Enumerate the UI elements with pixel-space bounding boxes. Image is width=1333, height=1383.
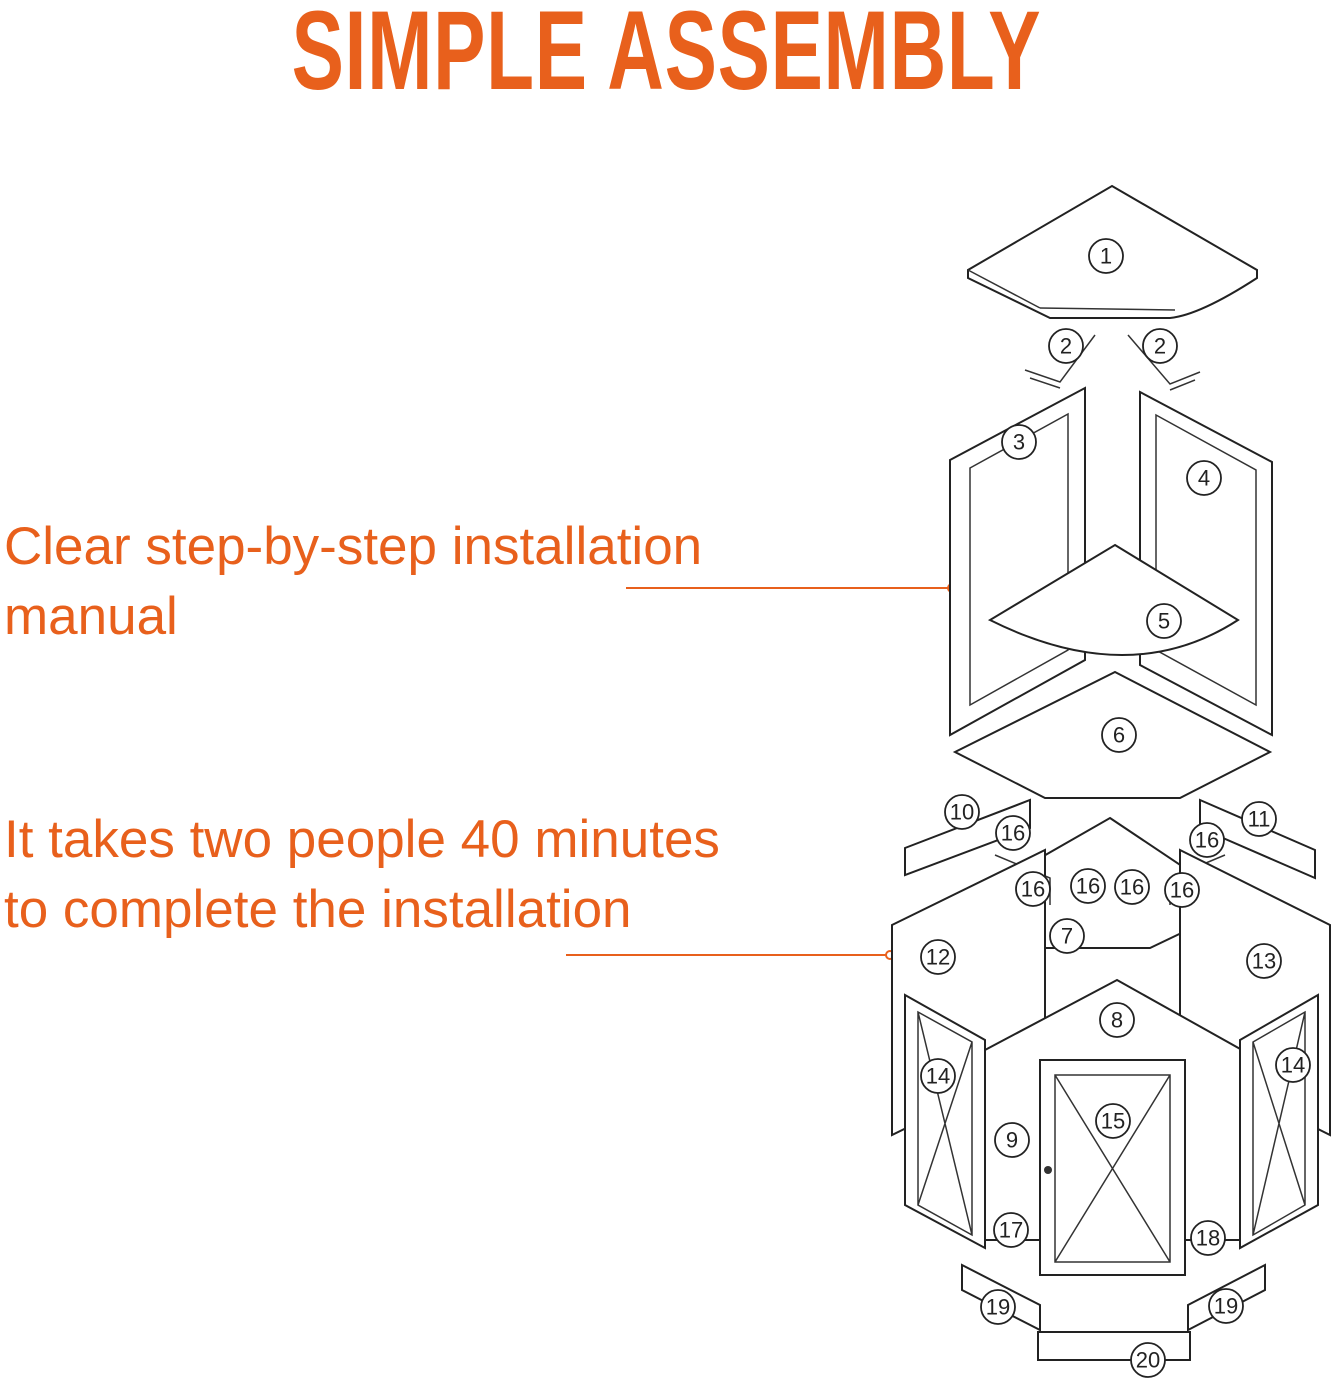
part-label: 2	[1048, 328, 1084, 364]
part-label: 13	[1246, 943, 1282, 979]
part-label: 10	[944, 794, 980, 830]
part-label: 9	[994, 1122, 1030, 1158]
callout-line: to complete the installation	[4, 880, 632, 939]
svg-text:1: 1	[1100, 244, 1112, 269]
part-label: 14	[1275, 1047, 1311, 1083]
part-label: 16	[1114, 869, 1150, 905]
part-label: 17	[993, 1212, 1029, 1248]
leader-lines	[566, 583, 957, 960]
svg-text:14: 14	[926, 1064, 950, 1089]
part-label: 1	[1088, 238, 1124, 274]
svg-text:11: 11	[1248, 807, 1271, 832]
part-label: 18	[1190, 1220, 1226, 1256]
callout-time: It takes two people 40 minutes to comple…	[4, 805, 720, 945]
part-label: 4	[1186, 460, 1222, 496]
callout-line: It takes two people 40 minutes	[4, 810, 720, 869]
part-label: 16	[995, 815, 1031, 851]
svg-text:4: 4	[1198, 466, 1210, 491]
svg-text:17: 17	[999, 1218, 1023, 1243]
svg-text:2: 2	[1154, 334, 1166, 359]
svg-text:12: 12	[926, 945, 950, 970]
callout-line: manual	[4, 587, 178, 646]
part-labels: 1 2 2 3 4 5 6 10 11 16 16 16 16 16 16 7 …	[920, 238, 1311, 1378]
callout-line: Clear step-by-step installation	[4, 517, 703, 576]
svg-text:2: 2	[1060, 334, 1072, 359]
part-label: 16	[1189, 822, 1225, 858]
svg-text:16: 16	[1120, 875, 1144, 900]
svg-text:14: 14	[1281, 1053, 1305, 1078]
svg-text:13: 13	[1252, 949, 1276, 974]
part-label: 14	[920, 1058, 956, 1094]
svg-text:16: 16	[1076, 874, 1100, 899]
cabinet-parts	[891, 184, 1331, 1361]
part-label: 2	[1142, 328, 1178, 364]
svg-text:16: 16	[1195, 828, 1219, 853]
part-label: 7	[1049, 918, 1085, 954]
part-label: 16	[1070, 868, 1106, 904]
svg-text:3: 3	[1013, 430, 1025, 455]
svg-text:18: 18	[1196, 1226, 1220, 1251]
part-label: 12	[920, 939, 956, 975]
part-label: 19	[980, 1289, 1016, 1325]
svg-text:5: 5	[1158, 609, 1170, 634]
page-title: SIMPLE ASSEMBLY	[0, 0, 1333, 115]
part-label: 15	[1095, 1103, 1131, 1139]
svg-text:20: 20	[1136, 1348, 1160, 1373]
svg-text:16: 16	[1021, 877, 1045, 902]
part-label: 11	[1241, 801, 1277, 837]
part-label: 19	[1208, 1288, 1244, 1324]
svg-text:7: 7	[1061, 924, 1073, 949]
part-label: 6	[1101, 717, 1137, 753]
part-label: 3	[1001, 424, 1037, 460]
svg-text:16: 16	[1170, 878, 1194, 903]
svg-text:16: 16	[1001, 821, 1025, 846]
svg-text:6: 6	[1113, 723, 1125, 748]
svg-text:19: 19	[1214, 1294, 1238, 1319]
part-label: 20	[1130, 1342, 1166, 1378]
title-text: SIMPLE ASSEMBLY	[291, 0, 1042, 113]
svg-text:8: 8	[1111, 1008, 1123, 1033]
callout-manual: Clear step-by-step installation manual	[4, 512, 702, 652]
part-label: 5	[1146, 603, 1182, 639]
svg-text:9: 9	[1006, 1128, 1018, 1153]
part-label: 16	[1015, 871, 1051, 907]
svg-text:19: 19	[986, 1295, 1010, 1320]
part-label: 8	[1099, 1002, 1135, 1038]
part-label: 16	[1164, 872, 1200, 908]
svg-text:10: 10	[950, 800, 974, 825]
svg-text:15: 15	[1101, 1109, 1125, 1134]
